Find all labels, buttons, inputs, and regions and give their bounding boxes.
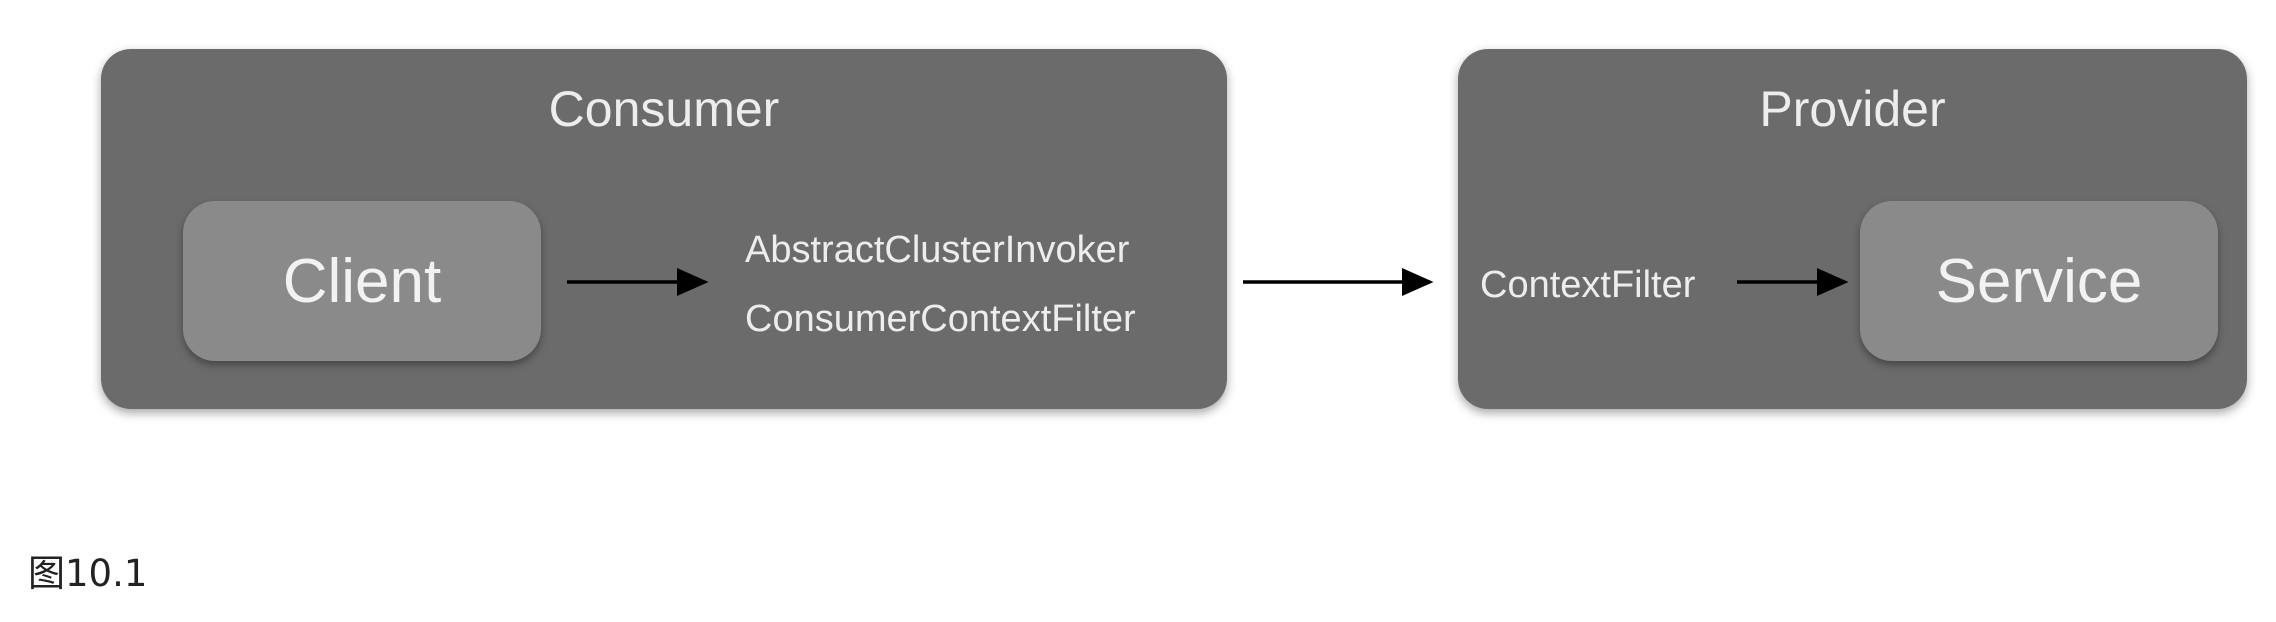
provider-panel: Provider ContextFilter Service [1458, 49, 2247, 409]
consumer-context-filter-label: ConsumerContextFilter [745, 298, 1136, 340]
consumer-title: Consumer [548, 81, 780, 137]
figure-caption: 图10.1 [28, 552, 148, 595]
service-box: Service [1860, 201, 2218, 361]
provider-title: Provider [1759, 81, 1946, 137]
consumer-panel: Consumer Client AbstractClusterInvoker C… [101, 49, 1227, 409]
context-filter-label: ContextFilter [1480, 264, 1696, 306]
client-box: Client [183, 201, 541, 361]
abstract-cluster-invoker-label: AbstractClusterInvoker [745, 229, 1130, 271]
